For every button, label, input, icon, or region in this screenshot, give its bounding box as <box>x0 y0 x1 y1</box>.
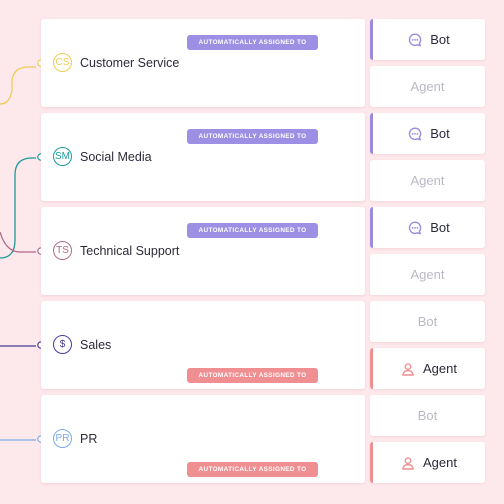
assign-agent-option[interactable]: Agent <box>370 442 485 483</box>
channel-avatar-icon: TS <box>53 241 72 260</box>
channel-name: PR <box>80 432 98 446</box>
assign-agent-option[interactable]: Agent <box>370 254 485 295</box>
input-wire-1 <box>0 157 36 259</box>
chat-bubble-icon <box>408 33 422 47</box>
option-label: Agent <box>423 361 457 376</box>
option-label: Agent <box>423 455 457 470</box>
auto-assign-badge: AUTOMATICALLY ASSIGNED TO <box>187 462 318 477</box>
auto-assign-badge: AUTOMATICALLY ASSIGNED TO <box>187 129 318 144</box>
input-wire-2 <box>0 231 36 253</box>
route-card[interactable]: SM Social Media AUTOMATICALLY ASSIGNED TO <box>41 113 365 201</box>
option-label: Agent <box>410 79 445 94</box>
assign-agent-option[interactable]: Agent <box>370 348 485 389</box>
assign-bot-option[interactable]: Bot <box>370 301 485 342</box>
channel-avatar-icon: SM <box>53 147 72 166</box>
option-label: Bot <box>417 314 438 329</box>
route-card[interactable]: CS Customer Service AUTOMATICALLY ASSIGNED… <box>41 19 365 107</box>
assign-bot-option[interactable]: Bot <box>370 395 485 436</box>
person-icon <box>401 456 415 470</box>
channel-avatar-icon: CS <box>53 53 72 72</box>
option-label: Bot <box>430 220 450 235</box>
option-label: Agent <box>410 173 445 188</box>
assign-agent-option[interactable]: Agent <box>370 66 485 107</box>
chat-bubble-icon <box>408 127 422 141</box>
channel-name: Sales <box>80 338 112 352</box>
auto-assign-badge: AUTOMATICALLY ASSIGNED TO <box>187 223 318 238</box>
input-wire-0 <box>0 66 36 105</box>
chat-bubble-icon <box>408 221 422 235</box>
option-label: Agent <box>410 267 445 282</box>
option-label: Bot <box>430 126 450 141</box>
route-card[interactable]: PR PR AUTOMATICALLY ASSIGNED TO <box>41 395 365 483</box>
assign-bot-option[interactable]: Bot <box>370 207 485 248</box>
channel-avatar-icon: $ <box>53 335 72 354</box>
channel-avatar-icon: PR <box>53 429 72 448</box>
assign-bot-option[interactable]: Bot <box>370 113 485 154</box>
auto-assign-badge: AUTOMATICALLY ASSIGNED TO <box>187 35 318 50</box>
assign-agent-option[interactable]: Agent <box>370 160 485 201</box>
assign-bot-option[interactable]: Bot <box>370 19 485 60</box>
channel-name: Social Media <box>80 150 152 164</box>
option-label: Bot <box>417 408 438 423</box>
auto-assign-badge: AUTOMATICALLY ASSIGNED TO <box>187 368 318 383</box>
channel-name: Technical Support <box>80 244 180 258</box>
channel-name: Customer Service <box>80 56 180 70</box>
option-label: Bot <box>430 32 450 47</box>
route-card[interactable]: TS Technical Support AUTOMATICALLY ASSIGNE… <box>41 207 365 295</box>
person-icon <box>401 362 415 376</box>
